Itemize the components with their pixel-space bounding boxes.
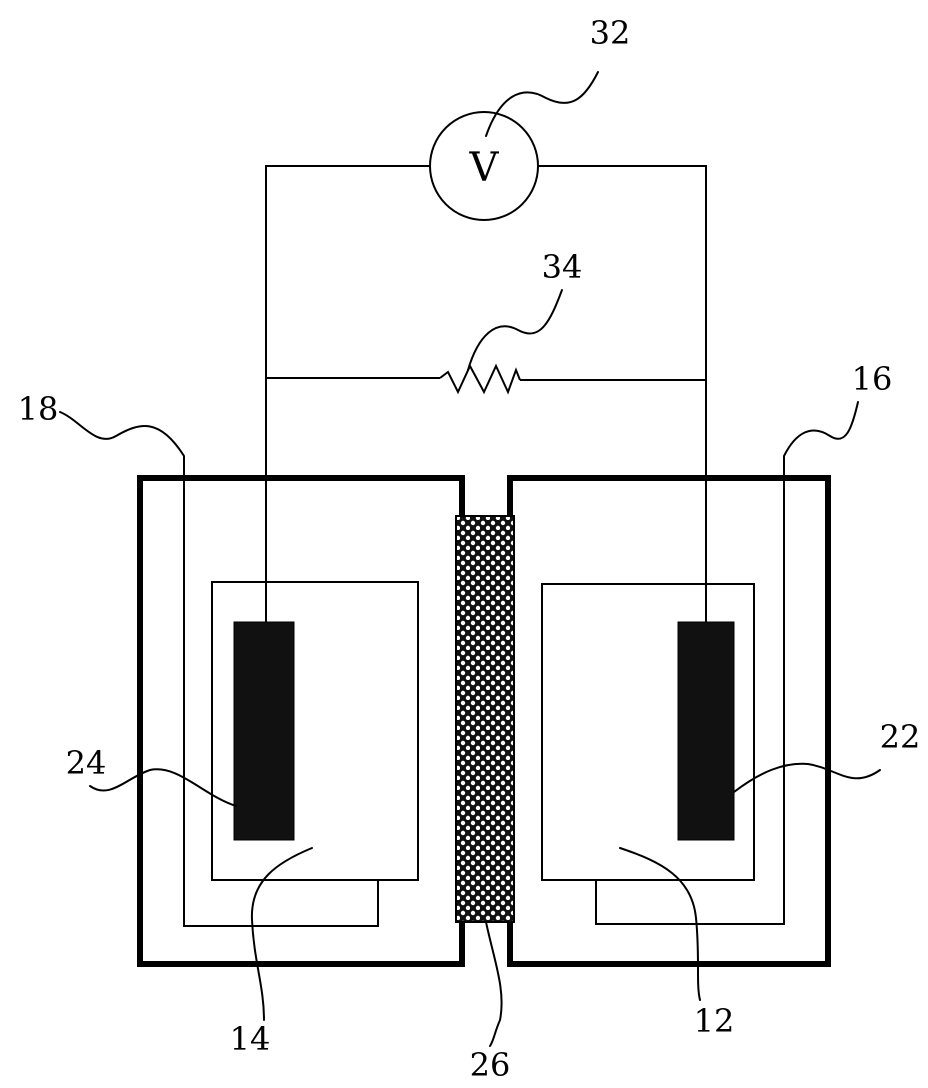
label-14: 14 xyxy=(230,1020,271,1058)
leader-14 xyxy=(250,847,313,1021)
left-housing xyxy=(137,475,465,967)
label-12: 12 xyxy=(694,1002,735,1040)
leader-16 xyxy=(783,401,859,457)
label-22: 22 xyxy=(880,718,921,756)
leader-26 xyxy=(485,921,503,1047)
voltmeter-circle xyxy=(429,111,539,221)
left-electrolyte-chamber xyxy=(211,581,419,881)
leader-34 xyxy=(467,289,563,371)
right-electrolyte-chamber xyxy=(541,583,755,881)
label-32: 32 xyxy=(590,14,631,52)
leader-12 xyxy=(619,847,701,1001)
resistor-zigzag xyxy=(439,363,521,395)
membrane-gap-outline xyxy=(461,484,511,520)
label-24: 24 xyxy=(66,744,107,782)
leader-18 xyxy=(59,411,185,457)
leader-32 xyxy=(485,71,599,137)
left-inner-liner xyxy=(183,456,379,927)
right-inner-liner xyxy=(595,456,785,925)
left-electrode xyxy=(233,621,295,841)
leader-24 xyxy=(89,768,237,807)
right-housing xyxy=(507,475,831,967)
left-wire xyxy=(265,165,430,622)
leader-22 xyxy=(733,762,881,793)
label-18: 18 xyxy=(18,390,59,428)
label-34: 34 xyxy=(542,248,583,286)
right-wire xyxy=(538,165,707,622)
label-16: 16 xyxy=(852,360,893,398)
label-26: 26 xyxy=(470,1046,511,1084)
right-electrode xyxy=(677,621,735,841)
porous-membrane xyxy=(455,515,515,923)
voltmeter-symbol: V xyxy=(469,145,500,191)
